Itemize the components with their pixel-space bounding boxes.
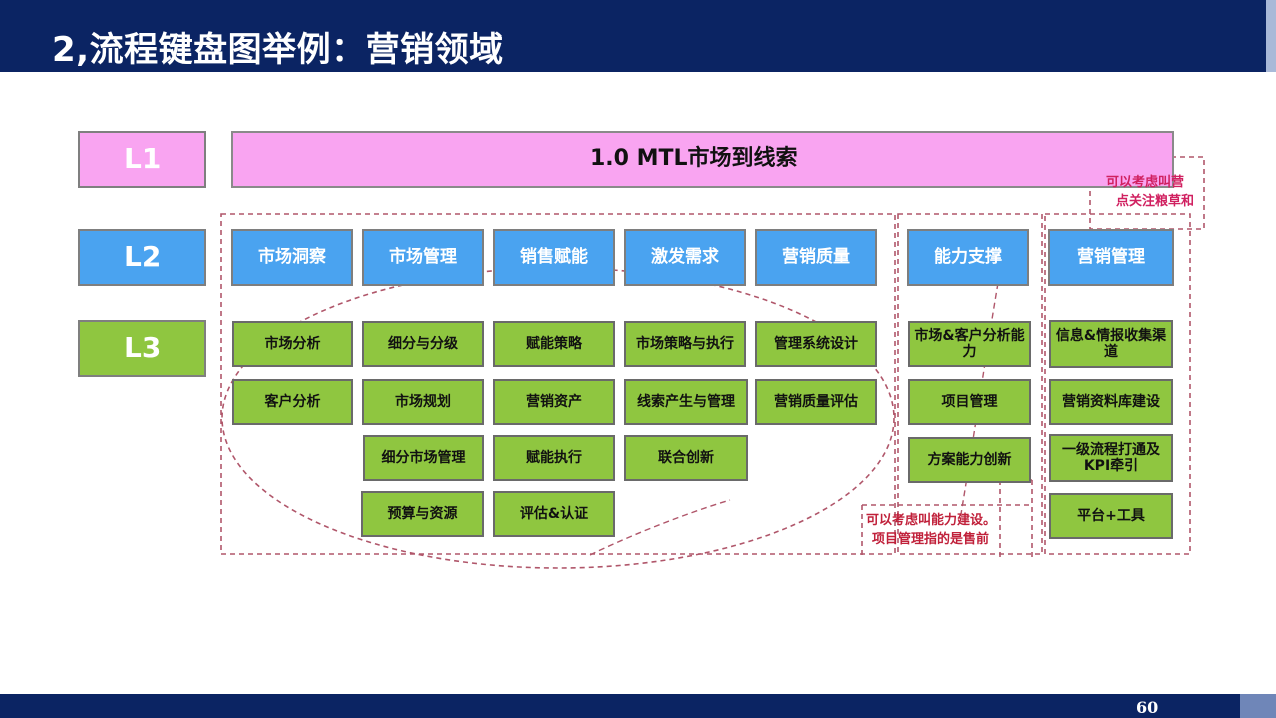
l1-process-bar [231,131,1174,188]
l3-platform-tools: 平台+工具 [1049,493,1173,539]
l3-market-analysis: 市场分析 [232,321,353,367]
l3-project-management: 项目管理 [908,379,1031,425]
annotation-top-right-line-1: 可以考虑叫营 [1106,175,1185,190]
level-l1: L1 [78,131,206,188]
dashed-frame-capability [897,213,1043,555]
dashed-frame-main [220,213,896,555]
annotation-top-right-line-2: 点关注粮草和 [1116,193,1195,209]
l3-enablement-execution: 赋能执行 [493,435,615,481]
l2-capability-support: 能力支撑 [907,229,1029,286]
l1-process-label: 1.0 MTL市场到线索 [590,146,798,171]
l3-segment-market-management: 细分市场管理 [363,435,484,481]
l2-sales-enablement: 销售赋能 [493,229,615,286]
level-l2-label: L2 [124,240,162,274]
l3-lead-generation-management: 线索产生与管理 [624,379,748,425]
l3-enablement-strategy: 赋能策略 [493,321,615,367]
dashed-ellipse [221,267,895,569]
dashed-arrow-bottom [589,499,731,556]
annotation-top-right: 可以考虑叫营 点关注粮草和 [1106,174,1194,212]
l3-process-kpi-alignment: 一级流程打通及KPI牵引 [1049,434,1173,482]
l3-joint-innovation: 联合创新 [624,435,748,481]
annotation-bottom-line-1: 可以考虑叫能力建设。 [866,513,997,528]
title-bar [0,0,1276,72]
l3-management-system-design: 管理系统设计 [755,321,877,367]
page-number: 60 [1136,698,1159,717]
footer-accent [1240,694,1276,718]
level-l3-label: L3 [124,331,162,365]
slide-title: 2,流程键盘图举例：营销领域 [52,30,504,70]
footer-bar [0,694,1276,718]
l2-market-insight: 市场洞察 [231,229,353,286]
annotation-bottom: 可以考虑叫能力建设。 项目管理指的是售前 [866,512,996,550]
annotation-bottom-line-2: 项目管理指的是售前 [872,531,990,547]
l3-information-intelligence-channels: 信息&情报收集渠道 [1049,320,1173,368]
title-bar-accent [1266,0,1276,72]
l3-market-planning: 市场规划 [362,379,484,425]
l3-marketing-quality-evaluation: 营销质量评估 [755,379,877,425]
l2-demand-generation: 激发需求 [624,229,746,286]
level-l3: L3 [78,320,206,377]
l3-market-customer-analysis-capability: 市场&客户分析能力 [908,321,1031,367]
l3-evaluation-certification: 评估&认证 [493,491,615,537]
l3-budget-resources: 预算与资源 [361,491,484,537]
l2-marketing-quality: 营销质量 [755,229,877,286]
level-l1-label: L1 [124,142,162,176]
l3-customer-analysis: 客户分析 [232,379,353,425]
l3-marketing-materials-library: 营销资料库建设 [1049,379,1173,425]
l3-marketing-assets: 营销资产 [493,379,615,425]
level-l2: L2 [78,229,206,286]
l2-marketing-management: 营销管理 [1048,229,1174,286]
l3-solution-capability-innovation: 方案能力创新 [908,437,1031,483]
l3-market-strategy-execution: 市场策略与执行 [624,321,746,367]
l2-market-management: 市场管理 [362,229,484,286]
dashed-frame-management [1044,213,1191,555]
l3-segmentation-grading: 细分与分级 [362,321,484,367]
